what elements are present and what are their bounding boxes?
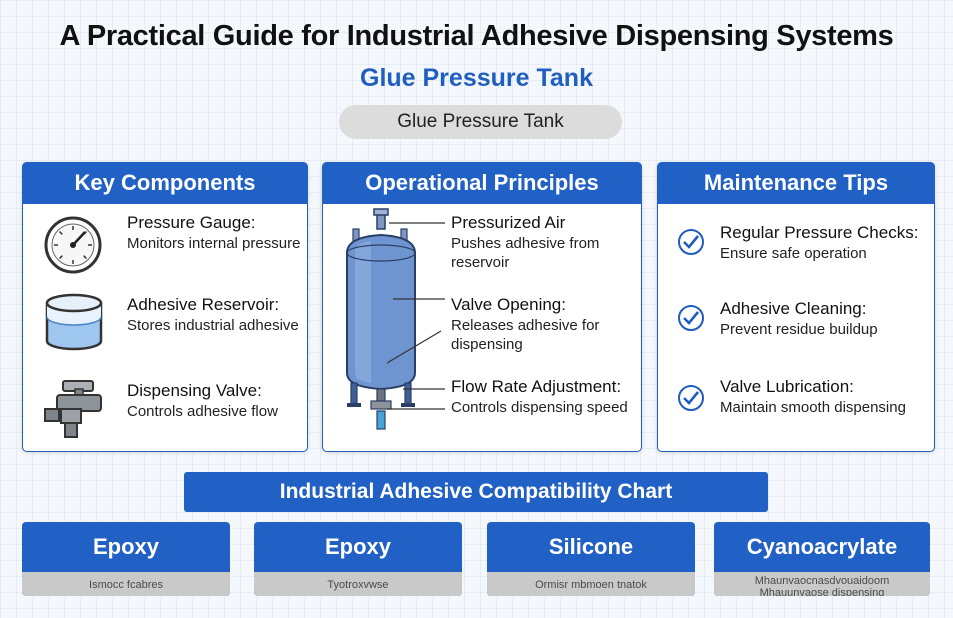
principle-desc: Pushes adhesive from (451, 235, 600, 252)
adhesive-note-group: Mhaunvaocnasdvouaidoom Mhauunvaose dispe… (714, 572, 930, 596)
component-title: Dispensing Valve: (127, 381, 262, 400)
component-desc: Stores industrial adhesive (127, 317, 299, 334)
tip-title: Valve Lubrication: (720, 377, 854, 396)
adhesive-note: Ormisr mbmoen tnatok (487, 572, 695, 596)
tip-desc: Prevent residue buildup (720, 321, 878, 338)
pressure-tank-icon (346, 208, 416, 430)
operational-principles-heading: Operational Principles (322, 162, 642, 204)
adhesive-card: Epoxy Tyotroxvwse (254, 522, 462, 596)
maintenance-tips-panel: Maintenance Tips Regular Pressure Checks… (657, 162, 935, 452)
adhesive-name: Epoxy (92, 534, 160, 559)
maintenance-tips-heading: Maintenance Tips (657, 162, 935, 204)
page-title: A Practical Guide for Industrial Adhesiv… (59, 20, 894, 52)
principle-title: Pressurized Air (451, 213, 566, 232)
component-desc: Monitors internal pressure (127, 235, 301, 252)
principle-title: Valve Opening: (451, 295, 566, 314)
adhesive-card: Epoxy Ismocc fcabres (22, 522, 230, 596)
adhesive-name: Cyanoacrylate (746, 534, 898, 559)
tip-desc: Ensure safe operation (720, 245, 867, 262)
component-title: Adhesive Reservoir: (127, 295, 280, 314)
reservoir-icon (45, 293, 103, 351)
topic-pill: Glue Pressure Tank (339, 105, 622, 139)
pressure-gauge-icon (44, 216, 102, 274)
compatibility-heading: Industrial Adhesive Compatibility Chart (184, 472, 768, 512)
principle-desc: Controls dispensing speed (451, 399, 628, 416)
tip-title: Regular Pressure Checks: (720, 223, 919, 242)
tip-desc: Maintain smooth dispensing (720, 399, 906, 416)
principle-desc: Releases adhesive for (451, 317, 600, 334)
check-icon (678, 305, 704, 331)
principle-desc: dispensing (451, 336, 523, 353)
adhesive-note: Ismocc fcabres (22, 572, 230, 596)
page-subtitle: Glue Pressure Tank (360, 64, 593, 92)
component-title: Pressure Gauge: (127, 213, 256, 232)
adhesive-note: Tyotroxvwse (254, 572, 462, 596)
adhesive-name: Epoxy (324, 534, 392, 559)
adhesive-note: Mhauunvaose dispensing (759, 587, 885, 596)
adhesive-card: Silicone Ormisr mbmoen tnatok (487, 522, 695, 596)
adhesive-name: Silicone (548, 534, 634, 559)
adhesive-card: Cyanoacrylate Mhaunvaocnasdvouaidoom Mha… (714, 522, 930, 596)
principle-title: Flow Rate Adjustment: (451, 377, 622, 396)
valve-icon (44, 380, 102, 438)
check-icon (678, 229, 704, 255)
tip-title: Adhesive Cleaning: (720, 299, 867, 318)
operational-principles-panel: Operational Principles Pressurized Air P… (322, 162, 642, 452)
component-desc: Controls adhesive flow (127, 403, 278, 420)
adhesive-note: Mhaunvaocnasdvouaidoom (754, 575, 890, 587)
key-components-heading: Key Components (22, 162, 308, 204)
label-lines (386, 222, 445, 410)
principle-desc: reservoir (451, 254, 510, 271)
check-icon (678, 385, 704, 411)
key-components-panel: Key Components Pressure Gauge: Monitors … (22, 162, 308, 452)
